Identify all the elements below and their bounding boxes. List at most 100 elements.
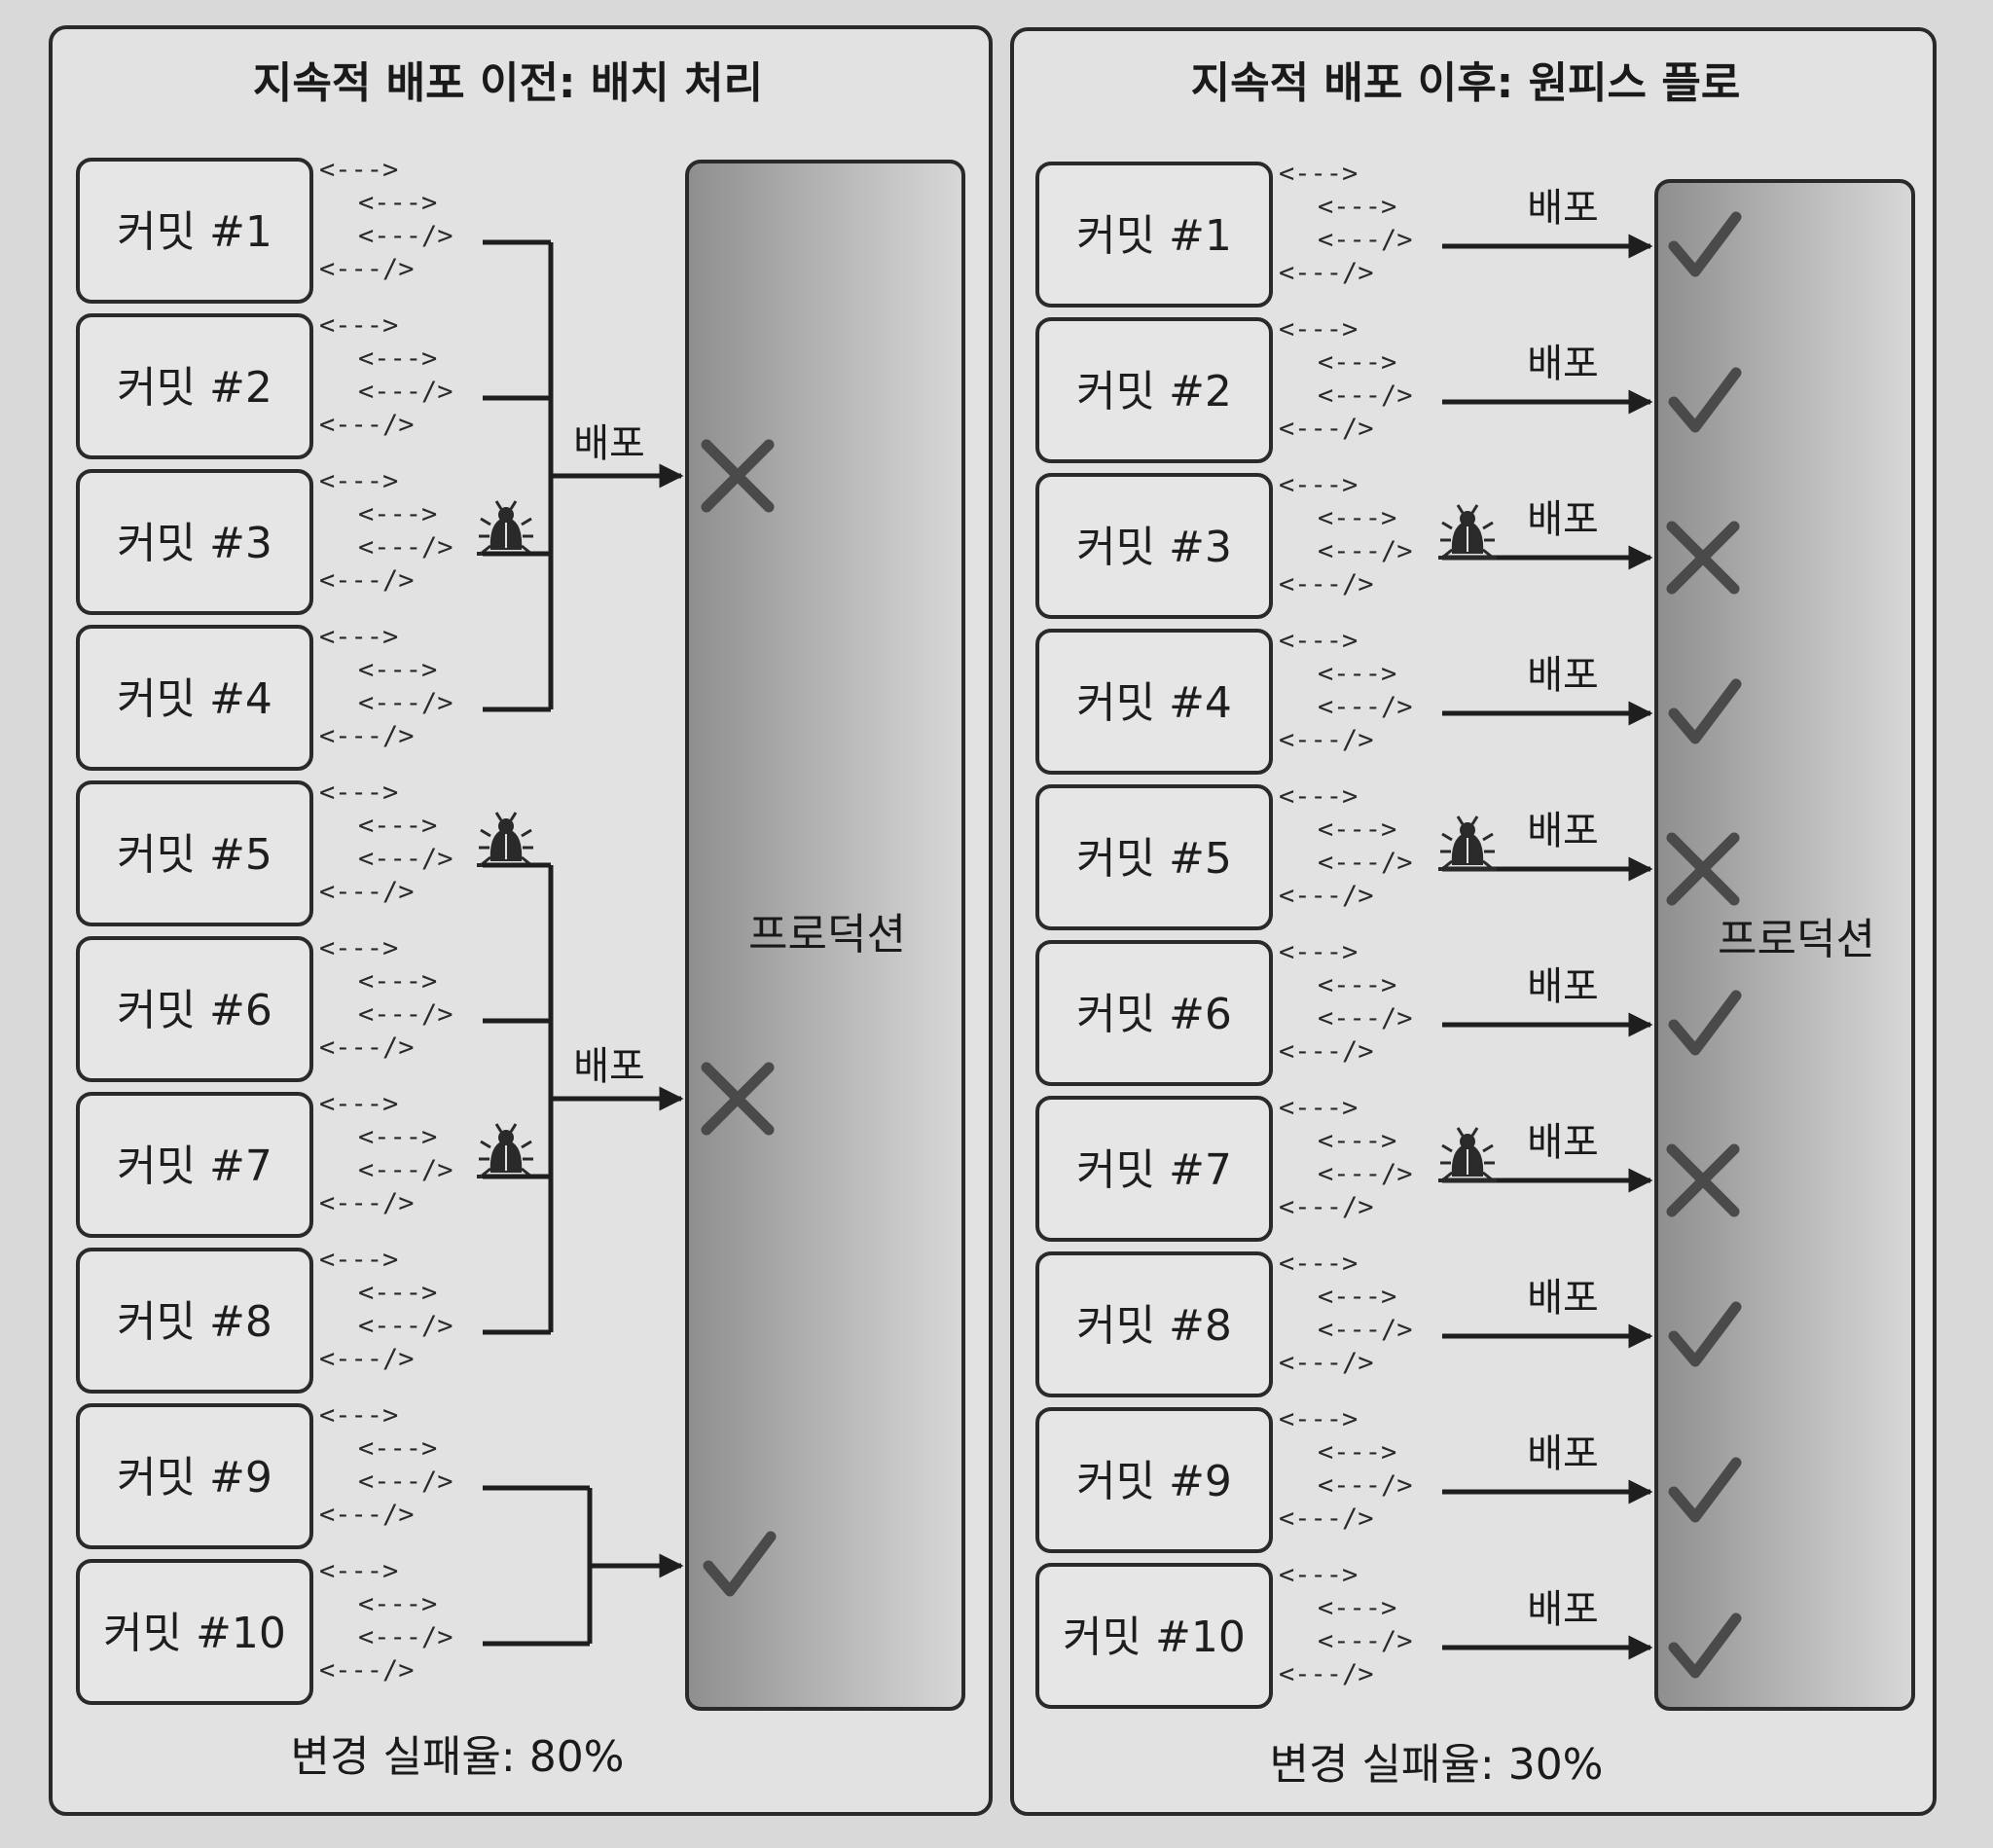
commit-label: 커밋 #8 (1076, 1301, 1232, 1351)
check-mark-icon (1668, 678, 1742, 744)
code-line: <---> (1318, 1126, 1396, 1156)
code-line: <---> (319, 1400, 398, 1431)
code-line: <---/> (319, 721, 415, 751)
code-line: <---> (358, 188, 437, 218)
commit-label: 커밋 #10 (103, 1609, 286, 1658)
right-commit-row: 커밋 #9<---><---><---/><---/> (1035, 1404, 1413, 1553)
code-line: <---/> (358, 1467, 453, 1497)
left-commit-row: 커밋 #9<---><---><---/><---/> (76, 1400, 453, 1549)
commit-label: 커밋 #4 (117, 674, 272, 724)
code-line: <---/> (1318, 1626, 1413, 1656)
commit-box (1035, 473, 1273, 619)
code-line: <---> (358, 344, 437, 374)
code-line: <---> (319, 778, 398, 808)
code-line: <---> (358, 499, 437, 529)
code-line: <---/> (358, 844, 453, 874)
x-mark-icon (701, 439, 775, 513)
code-line: <---> (1318, 503, 1396, 533)
code-line: <---/> (1279, 569, 1374, 599)
check-mark-icon (1668, 1301, 1742, 1367)
commit-box (1035, 317, 1273, 463)
bug-icon (1438, 504, 1497, 560)
code-snippet: <---><---><---/><---/> (1279, 937, 1413, 1067)
code-line: <---> (1279, 1249, 1358, 1279)
code-line: <---> (1318, 970, 1396, 1000)
commit-box (76, 780, 313, 926)
code-snippet: <---><---><---/><---/> (319, 310, 453, 440)
code-line: <---/> (1279, 258, 1374, 288)
commit-box (76, 936, 313, 1082)
code-line: <---> (1318, 1282, 1396, 1312)
code-line: <---> (1318, 815, 1396, 845)
code-line: <---/> (358, 377, 453, 407)
right-commit-row: 커밋 #7<---><---><---/><---/> (1035, 1093, 1413, 1242)
left-commit-row: 커밋 #1<---><---><---/><---/> (76, 155, 453, 304)
code-line: <---/> (358, 221, 453, 251)
commit-label: 커밋 #2 (1076, 367, 1232, 417)
commit-label: 커밋 #9 (117, 1453, 272, 1503)
commit-box (76, 1559, 313, 1705)
code-line: <---> (319, 1089, 398, 1119)
commit-box (1035, 784, 1273, 930)
bug-icon (1438, 1127, 1497, 1182)
code-line: <---> (358, 1122, 437, 1152)
code-line: <---/> (319, 877, 415, 907)
commit-label: 커밋 #6 (1076, 990, 1232, 1039)
code-line: <---> (1279, 1560, 1358, 1590)
right-production-label: 프로덕션 (1718, 915, 1875, 964)
left-commit-row: 커밋 #6<---><---><---/><---/> (76, 933, 453, 1082)
deploy-label: 배포 (1527, 653, 1599, 698)
code-line: <---/> (358, 999, 453, 1030)
code-line: <---> (1279, 470, 1358, 500)
code-line: <---/> (319, 1344, 415, 1374)
code-snippet: <---><---><---/><---/> (319, 1245, 453, 1374)
code-line: <---> (1279, 1404, 1358, 1434)
commit-box (1035, 940, 1273, 1086)
code-line: <---> (1279, 314, 1358, 344)
commit-label: 커밋 #1 (1076, 211, 1232, 261)
commit-label: 커밋 #10 (1063, 1612, 1246, 1662)
code-line: <---> (358, 811, 437, 841)
right-commit-row: 커밋 #3<---><---><---/><---/> (1035, 470, 1413, 619)
code-line: <---/> (319, 254, 415, 284)
commit-box (1035, 1096, 1273, 1242)
code-line: <---/> (358, 1622, 453, 1652)
bug-icon (1438, 815, 1497, 871)
code-line: <---/> (1279, 414, 1374, 444)
code-line: <---> (358, 655, 437, 685)
code-line: <---/> (319, 1188, 415, 1218)
commit-label: 커밋 #8 (117, 1297, 272, 1347)
code-line: <---> (319, 466, 398, 496)
code-line: <---/> (1279, 1036, 1374, 1067)
code-line: <---/> (1318, 692, 1413, 722)
x-mark-icon (1666, 521, 1740, 595)
commit-box (1035, 1563, 1273, 1709)
left-commit-row: 커밋 #4<---><---><---/><---/> (76, 622, 453, 771)
left-commit-list: 커밋 #1<---><---><---/><---/>커밋 #2<---><--… (76, 155, 453, 1705)
deploy-label: 배포 (573, 421, 645, 466)
deploy-label: 배포 (1527, 1276, 1599, 1321)
code-line: <---/> (1279, 725, 1374, 755)
left-failure-rate: 변경 실패율: 80% (291, 1732, 625, 1782)
check-mark-icon (1668, 1457, 1742, 1523)
commit-label: 커밋 #9 (1076, 1457, 1232, 1506)
code-line: <---> (319, 622, 398, 652)
check-mark-icon (1668, 367, 1742, 433)
commit-box (76, 1403, 313, 1549)
code-line: <---/> (1279, 1504, 1374, 1534)
code-line: <---/> (1279, 1659, 1374, 1689)
check-mark-icon (1668, 1612, 1742, 1679)
code-line: <---/> (319, 1500, 415, 1530)
code-line: <---/> (1318, 1003, 1413, 1033)
code-snippet: <---><---><---/><---/> (319, 622, 453, 751)
code-line: <---/> (1318, 536, 1413, 566)
commit-box (76, 469, 313, 615)
code-line: <---> (1279, 1093, 1358, 1123)
commit-box (76, 625, 313, 771)
commit-box (1035, 629, 1273, 775)
commit-label: 커밋 #6 (117, 986, 272, 1035)
check-mark-icon (1668, 990, 1742, 1056)
right-commit-row: 커밋 #2<---><---><---/><---/> (1035, 314, 1413, 463)
